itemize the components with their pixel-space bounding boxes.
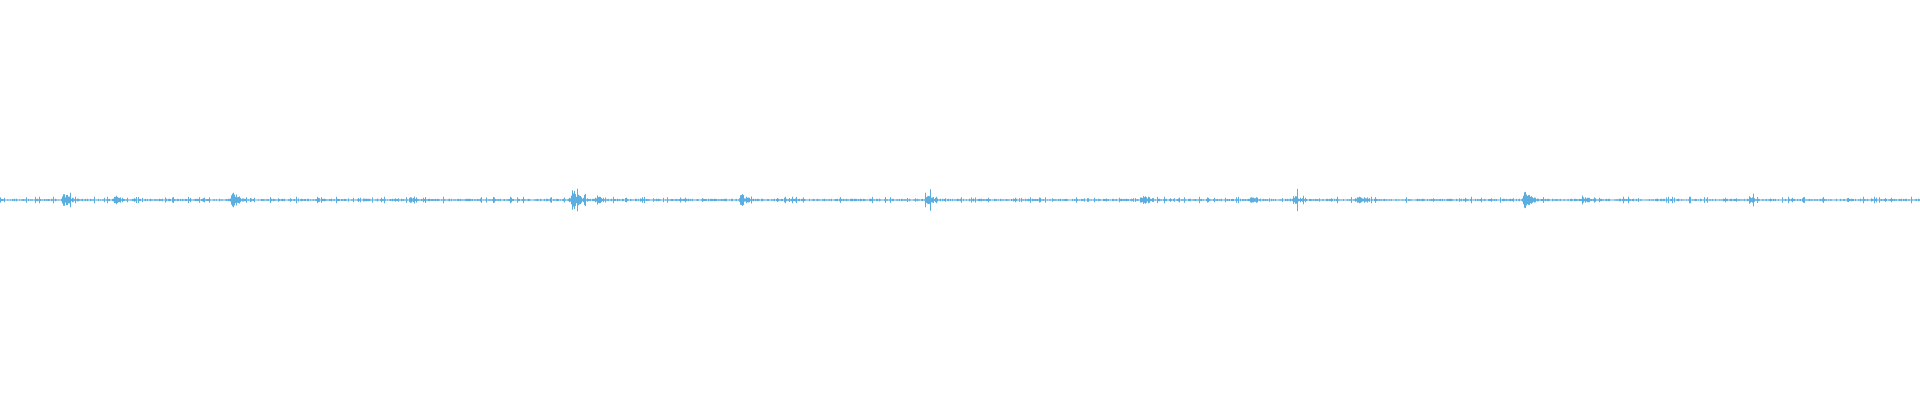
waveform-samples [0,188,1920,212]
